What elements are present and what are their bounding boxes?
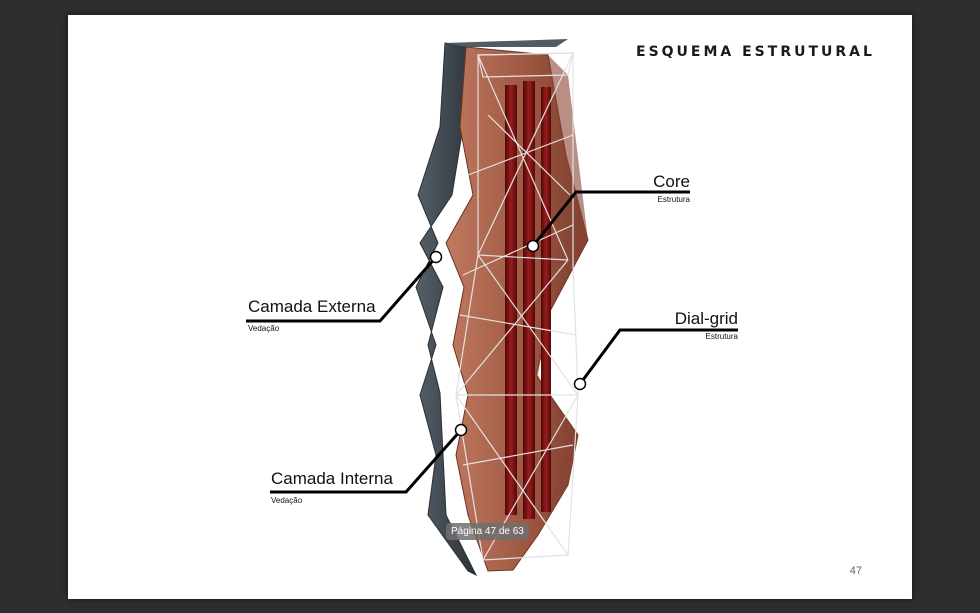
leader-lines <box>246 190 738 494</box>
label-camada-interna: Camada Interna <box>271 469 393 488</box>
diagrid-wireframe <box>455 52 579 561</box>
label-dial-grid: Dial-grid <box>674 309 738 328</box>
marker-camada-interna <box>454 423 468 437</box>
core-column-3 <box>541 87 551 512</box>
inner-skin-right <box>536 55 588 515</box>
outer-skin-top <box>445 39 568 47</box>
label-camada-externa: Camada Externa <box>248 297 376 316</box>
label-camada-interna-subtitle: Vedação <box>271 496 303 505</box>
marker-dial-grid <box>573 377 587 391</box>
marker-core <box>526 239 540 253</box>
leader-camada-externa <box>246 256 438 323</box>
leader-dial-grid <box>578 328 738 385</box>
leader-core <box>531 190 690 247</box>
leader-camada-interna <box>270 429 463 494</box>
label-dial-grid-subtitle: Estrutura <box>705 332 738 341</box>
marker-camada-externa <box>429 250 443 264</box>
core-column-1 <box>505 85 517 515</box>
label-core-subtitle: Estrutura <box>657 195 690 204</box>
core-column-2 <box>523 81 535 519</box>
label-camada-externa-subtitle: Vedação <box>248 324 280 333</box>
label-core: Core <box>653 172 690 191</box>
document-page: ESQUEMA ESTRUTURAL <box>68 15 912 599</box>
page-title: ESQUEMA ESTRUTURAL <box>636 44 875 60</box>
page-number: 47 <box>849 565 862 577</box>
structural-diagram <box>246 39 738 577</box>
page-indicator-overlay: Página 47 de 63 <box>446 523 529 540</box>
